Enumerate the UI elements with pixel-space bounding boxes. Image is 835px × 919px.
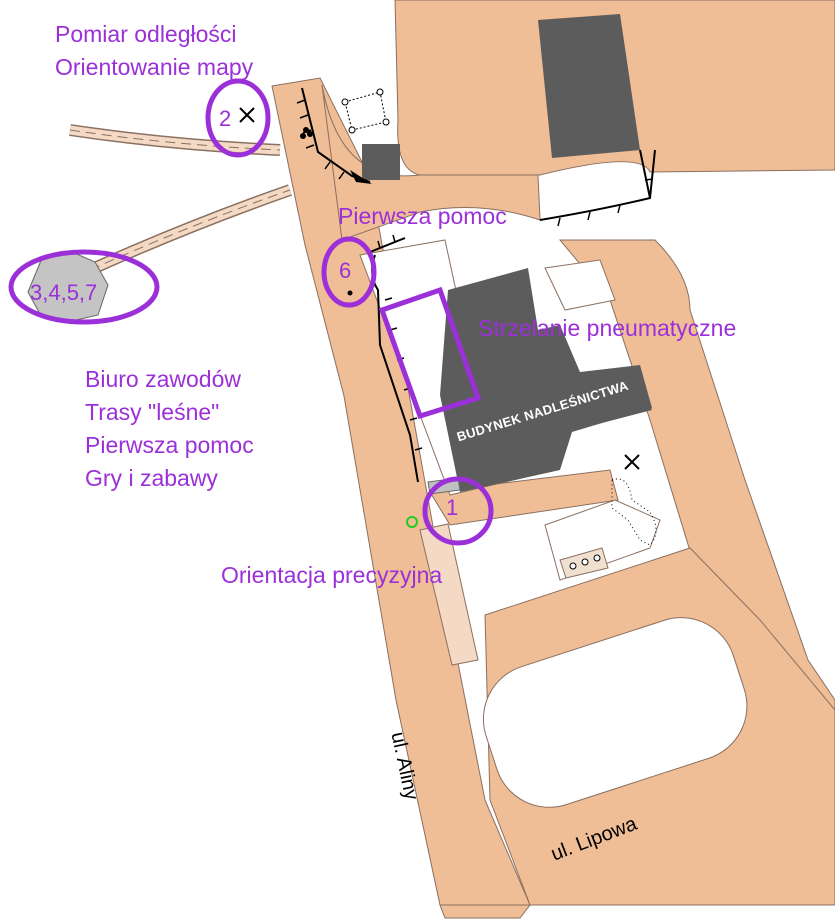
buildings — [362, 14, 652, 492]
info-line: Trasy "leśne" — [85, 399, 220, 425]
marker-3457: 3,4,5,7 — [30, 280, 98, 305]
info-line: Biuro zawodów — [85, 366, 241, 392]
paved-area — [271, 0, 835, 919]
info-line: Pierwsza pomoc — [85, 432, 254, 458]
orient-map-label: Orientowanie mapy — [55, 54, 254, 80]
shooting-zone — [378, 286, 482, 420]
first-aid-label: Pierwsza pomoc — [338, 203, 507, 229]
control-circles — [8, 78, 494, 546]
trails — [69, 124, 292, 276]
info-line: Gry i zabawy — [85, 465, 218, 491]
marker-6: 6 — [339, 258, 352, 283]
wall-arrow — [350, 170, 372, 184]
footpath — [419, 523, 479, 666]
info-block: Biuro zawodów Trasy "leśne" Pierwsza pom… — [85, 363, 254, 495]
measure-distance-label: Pomiar odległości — [55, 21, 237, 47]
rock-area — [27, 251, 109, 323]
posts — [569, 554, 601, 570]
island — [482, 617, 748, 808]
marker-2: 2 — [219, 106, 232, 131]
air-shooting-label: Strzelanie pneumatyczne — [478, 315, 737, 341]
marker-1: 1 — [446, 495, 459, 520]
measure-orient-labels: Pomiar odległości Orientowanie mapy — [55, 18, 253, 84]
precision-orienteering-label: Orientacja precyzyjna — [221, 562, 443, 588]
green-point — [406, 516, 418, 528]
wall-ticks — [296, 99, 654, 451]
dot-marker — [347, 290, 353, 296]
tree-cluster — [300, 127, 313, 139]
post-square — [341, 88, 390, 134]
x-marks — [239, 107, 640, 470]
